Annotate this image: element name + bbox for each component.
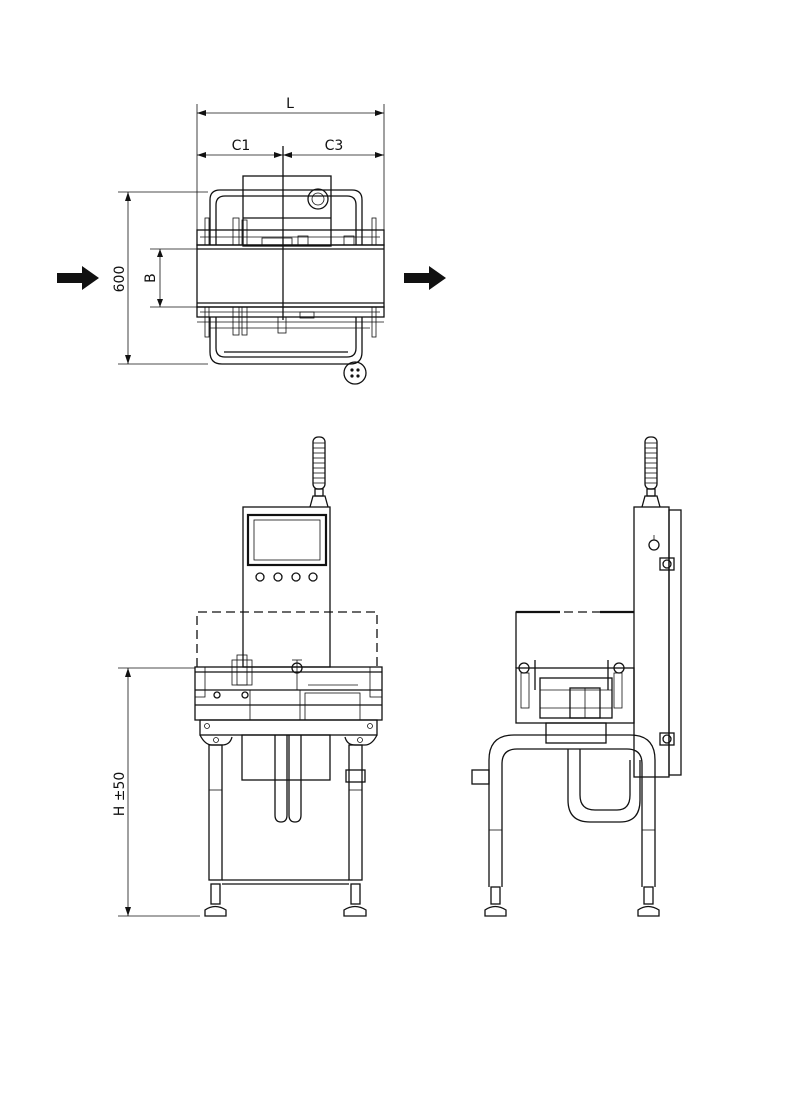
control-button-icon	[308, 572, 318, 582]
dimension-length-label: L	[286, 96, 294, 112]
side-view	[471, 436, 682, 917]
dimension-length: L	[196, 96, 385, 245]
signal-tower-icon	[641, 436, 661, 508]
dimension-belt-width-label: B	[143, 273, 159, 283]
dimension-belt-width: B	[143, 248, 197, 308]
top-view-machine	[196, 175, 385, 385]
dimension-c1-c3: C1 C3	[197, 138, 384, 158]
control-button-icon	[273, 572, 283, 582]
arrow-right-icon	[57, 266, 99, 290]
top-view: L C1 C3 600	[57, 96, 446, 385]
dimension-height: H ±50	[112, 667, 200, 917]
dimension-c1-label: C1	[232, 138, 251, 154]
control-button-icon	[255, 572, 265, 582]
dimension-c3-label: C3	[325, 138, 344, 154]
dimension-height-label: H ±50	[112, 772, 128, 817]
arrow-right-icon	[404, 266, 446, 290]
dimension-width-label: 600	[112, 266, 128, 293]
control-button-icon	[291, 572, 301, 582]
front-view: H ±50	[112, 436, 383, 917]
signal-tower-icon	[309, 436, 329, 508]
dimension-width: 600	[112, 191, 208, 365]
